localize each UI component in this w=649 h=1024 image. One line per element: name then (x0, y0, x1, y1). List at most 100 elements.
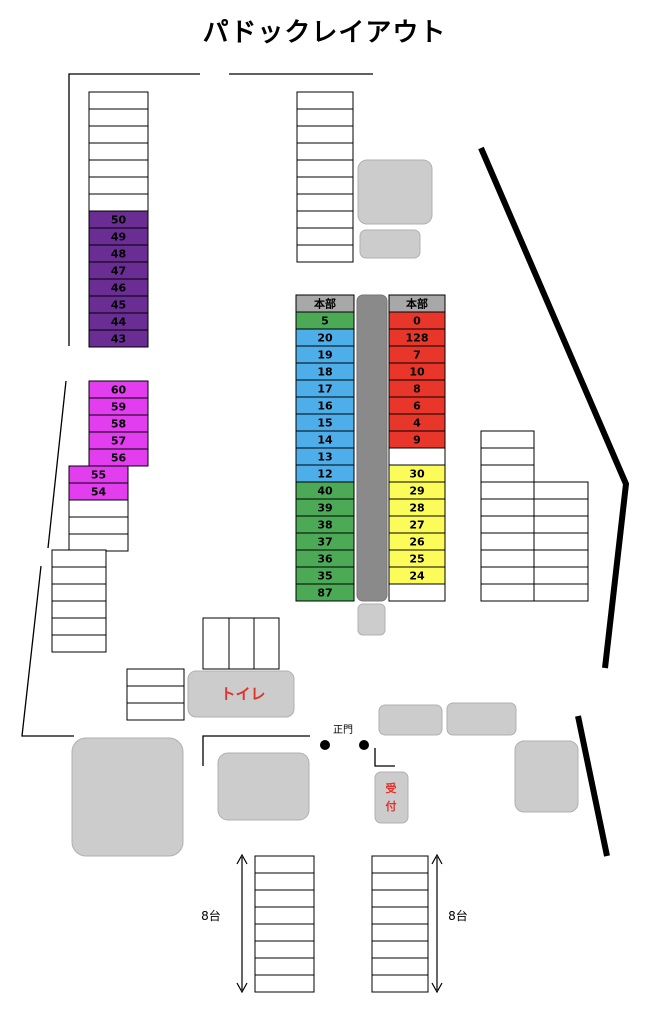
stall-empty (51, 583, 107, 602)
stall-empty (533, 549, 589, 568)
stall-label: 47 (111, 265, 126, 278)
stall-label: 36 (317, 553, 333, 566)
stall-empty (533, 566, 589, 585)
stall-column-right-b (533, 481, 589, 602)
stall-label: 44 (111, 316, 127, 329)
stall-43 (88, 329, 149, 348)
stall-empty (296, 244, 354, 263)
stall-label: 6 (413, 400, 421, 413)
stall-empty (371, 906, 429, 925)
building-right-bottom (514, 740, 579, 813)
stall-label: 46 (111, 282, 127, 295)
stall-column-bottom-right (371, 855, 429, 993)
building-center-bottom (217, 752, 310, 821)
stall-label: 25 (409, 553, 424, 566)
stall-empty (254, 872, 315, 891)
stall-label: 50 (111, 214, 127, 227)
stall-label: 30 (409, 468, 425, 481)
stall-empty (126, 668, 185, 687)
gate-wall-right (374, 748, 395, 767)
stall-empty (88, 142, 149, 161)
stall-label: 7 (413, 349, 421, 362)
stall-empty (126, 685, 185, 704)
arrow-left (236, 853, 248, 994)
stall-label: 28 (409, 502, 424, 515)
stall-empty (296, 142, 354, 161)
stall-empty (254, 906, 315, 925)
boundary-right-lower (575, 715, 610, 857)
stall-empty (296, 176, 354, 195)
stall-label: 5 (321, 315, 329, 328)
stall-label: 4 (413, 417, 421, 430)
stall-empty (480, 566, 535, 585)
stall-empty (533, 583, 589, 602)
stall-empty (68, 533, 129, 552)
stall-label: 15 (317, 417, 332, 430)
stall-empty (388, 447, 446, 466)
reception-label-bottom: 付 (386, 799, 397, 813)
stall-label: 10 (409, 366, 425, 379)
stall-label: 57 (111, 435, 126, 448)
boundary-thick (478, 146, 630, 857)
stall-label: 40 (317, 485, 333, 498)
stall-empty (296, 159, 354, 178)
stall-empty (533, 515, 589, 534)
stall-empty (202, 617, 230, 670)
stall-label: 48 (111, 248, 126, 261)
stall-label: 8 (413, 383, 421, 396)
stall-empty (68, 499, 129, 518)
stall-label: 55 (91, 469, 106, 482)
stall-empty (51, 634, 107, 653)
main-gate-label: 正門 (333, 724, 353, 736)
stall-label: 56 (111, 452, 127, 465)
stall-label: 45 (111, 299, 126, 312)
stall-empty (254, 940, 315, 959)
stall-empty (371, 923, 429, 942)
stall-empty (51, 600, 107, 619)
stall-empty (480, 430, 535, 449)
stall-empty (88, 159, 149, 178)
stall-block-above-toilet (202, 617, 280, 670)
count-right-label: 8台 (448, 908, 468, 923)
building-center-small (357, 603, 386, 636)
stall-empty (253, 617, 280, 670)
stall-empty (480, 532, 535, 551)
stall-empty (480, 464, 535, 483)
stall-empty (254, 957, 315, 976)
stall-label: 54 (91, 486, 107, 499)
stall-empty (296, 125, 354, 144)
stall-empty (254, 889, 315, 908)
gate-post-left (320, 740, 330, 750)
stall-label: 26 (409, 536, 425, 549)
stall-label: 20 (317, 332, 333, 345)
parking-stalls: 504948474645444360595857565554本部52019181… (51, 91, 589, 993)
stall-empty (254, 923, 315, 942)
stall-empty (254, 855, 315, 874)
boundary-left-mid (47, 380, 67, 549)
stall-empty (371, 872, 429, 891)
stall-label: 19 (317, 349, 332, 362)
stall-empty (296, 210, 354, 229)
stall-empty (68, 516, 129, 535)
count-left-label: 8台 (201, 908, 221, 923)
building-gate-right-b (446, 702, 517, 736)
stall-empty (480, 549, 535, 568)
stall-label: 58 (111, 418, 126, 431)
building-center-bar (356, 294, 388, 602)
stall-label: 16 (317, 400, 333, 413)
reception-label-top: 受 (386, 781, 397, 795)
building-gate-right-a (378, 704, 443, 736)
stall-empty (480, 515, 535, 534)
page-title: パドックレイアウト (202, 18, 447, 48)
stall-empty (480, 583, 535, 602)
stall-empty (371, 974, 429, 993)
stall-label: 18 (317, 366, 332, 379)
building-toilet (187, 670, 295, 718)
stall-label: 24 (409, 570, 425, 583)
stall-label: 27 (409, 519, 424, 532)
